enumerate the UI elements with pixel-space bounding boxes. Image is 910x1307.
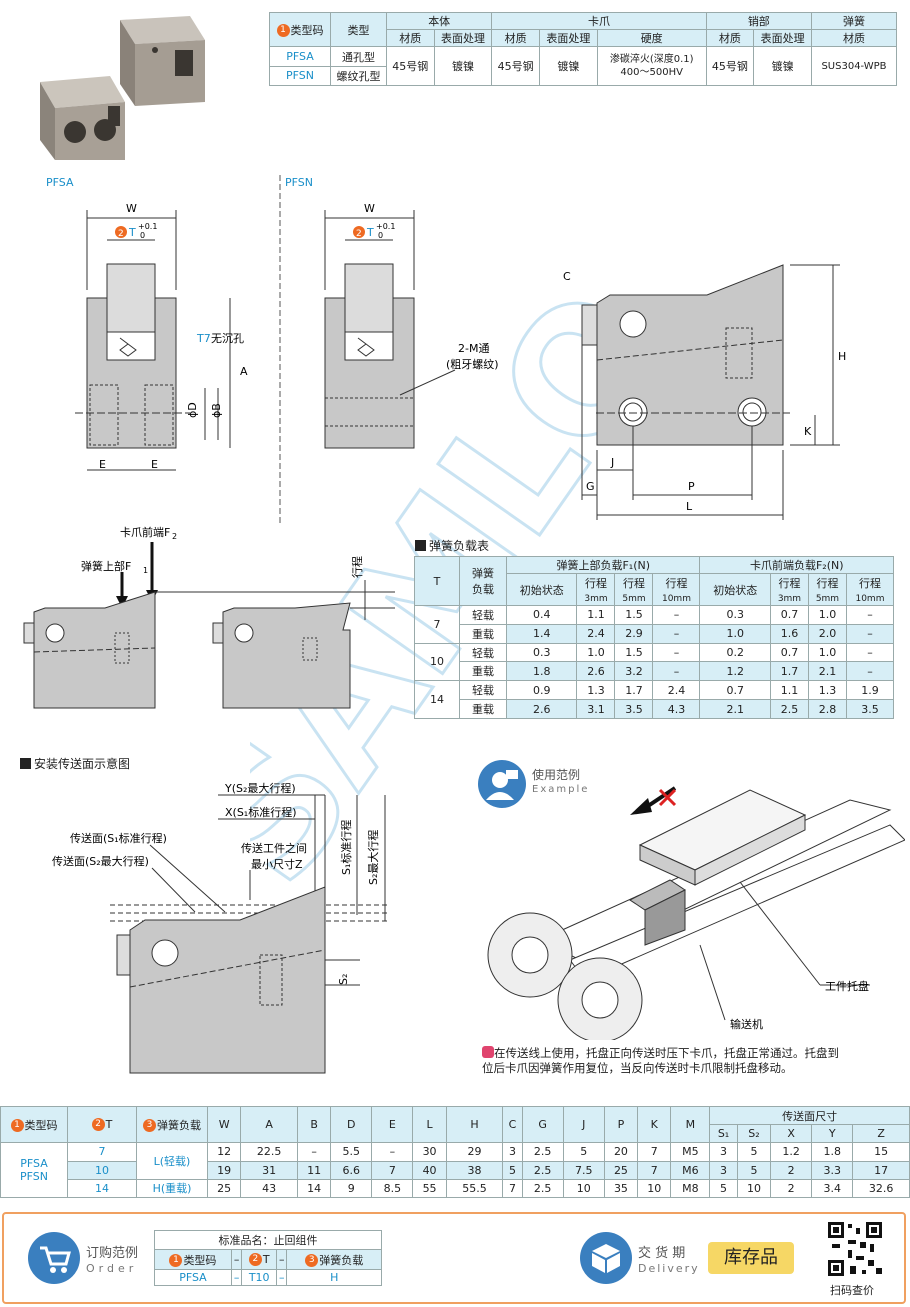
product-photo: [40, 16, 205, 160]
example-note: 在传送线上使用，托盘正向传送时压下卡爪，托盘正常通过。托盘到位后卡爪因弹簧作用复…: [482, 1046, 839, 1075]
svg-text:S₂最大行程: S₂最大行程: [366, 830, 380, 885]
svg-text:2-M通: 2-M通: [458, 342, 489, 355]
svg-text:H: H: [838, 350, 846, 363]
svg-text:W: W: [126, 202, 137, 215]
svg-text:PFSN: PFSN: [285, 176, 313, 189]
svg-text:无沉孔: 无沉孔: [211, 332, 244, 345]
svg-text:弹簧上部F: 弹簧上部F: [81, 559, 131, 573]
svg-text:PFSA: PFSA: [46, 176, 74, 189]
svg-text:A: A: [240, 365, 248, 378]
svg-text:X(S₁标准行程): X(S₁标准行程): [225, 805, 297, 819]
svg-text:(粗牙螺纹): (粗牙螺纹): [446, 357, 499, 371]
svg-text:行程: 行程: [351, 556, 364, 578]
svg-text:ϕD: ϕD: [186, 402, 199, 418]
svg-text:Y(S₂最大行程): Y(S₂最大行程): [224, 781, 296, 795]
cart-icon: [28, 1232, 80, 1284]
load-table-title: 弹簧负载表: [415, 537, 489, 554]
svg-text:工件托盘: 工件托盘: [825, 979, 869, 993]
user-icon: [478, 760, 526, 808]
svg-text:1: 1: [143, 566, 148, 575]
svg-text:+0.1: +0.1: [376, 222, 395, 231]
info-icon: [482, 1046, 494, 1058]
conveyor-illustration: 工件托盘 输送机: [487, 786, 905, 1040]
stock-badge: 库存品: [708, 1242, 794, 1274]
svg-text:S₂: S₂: [337, 974, 350, 985]
install-title: 安装传送面示意图: [20, 755, 130, 772]
svg-text:传送工件之间: 传送工件之间: [241, 841, 307, 855]
install-diagram: Y(S₂最大行程) X(S₁标准行程) 传送面(S₁标准行程) 传送面(S₂最大…: [52, 781, 390, 1074]
svg-text:T: T: [366, 226, 374, 239]
svg-text:G: G: [586, 480, 595, 493]
svg-text:T: T: [128, 226, 136, 239]
svg-text:输送机: 输送机: [730, 1017, 763, 1031]
delivery-box-icon: [580, 1232, 632, 1284]
svg-text:C: C: [563, 270, 571, 283]
svg-text:卡爪前端F: 卡爪前端F: [120, 525, 170, 539]
svg-text:2: 2: [172, 532, 177, 541]
svg-text:ϕB: ϕB: [210, 403, 223, 418]
svg-text:+0.1: +0.1: [138, 222, 157, 231]
svg-text:0: 0: [378, 231, 383, 240]
svg-text:K: K: [804, 425, 812, 438]
svg-text:S₁标准行程: S₁标准行程: [339, 820, 353, 875]
svg-text:2: 2: [356, 229, 362, 239]
svg-text:传送面(S₂最大行程): 传送面(S₂最大行程): [52, 854, 149, 868]
svg-text:2: 2: [118, 229, 124, 239]
svg-text:L: L: [686, 500, 693, 513]
svg-text:E: E: [151, 458, 158, 471]
svg-text:最小尺寸Z: 最小尺寸Z: [251, 857, 303, 871]
svg-text:E: E: [99, 458, 106, 471]
svg-text:0: 0: [140, 231, 145, 240]
svg-text:W: W: [364, 202, 375, 215]
svg-text:T7: T7: [196, 332, 211, 345]
svg-text:传送面(S₁标准行程): 传送面(S₁标准行程): [70, 831, 167, 845]
svg-text:J: J: [610, 456, 614, 469]
svg-text:P: P: [688, 480, 695, 493]
qr-code[interactable]: [826, 1220, 884, 1278]
